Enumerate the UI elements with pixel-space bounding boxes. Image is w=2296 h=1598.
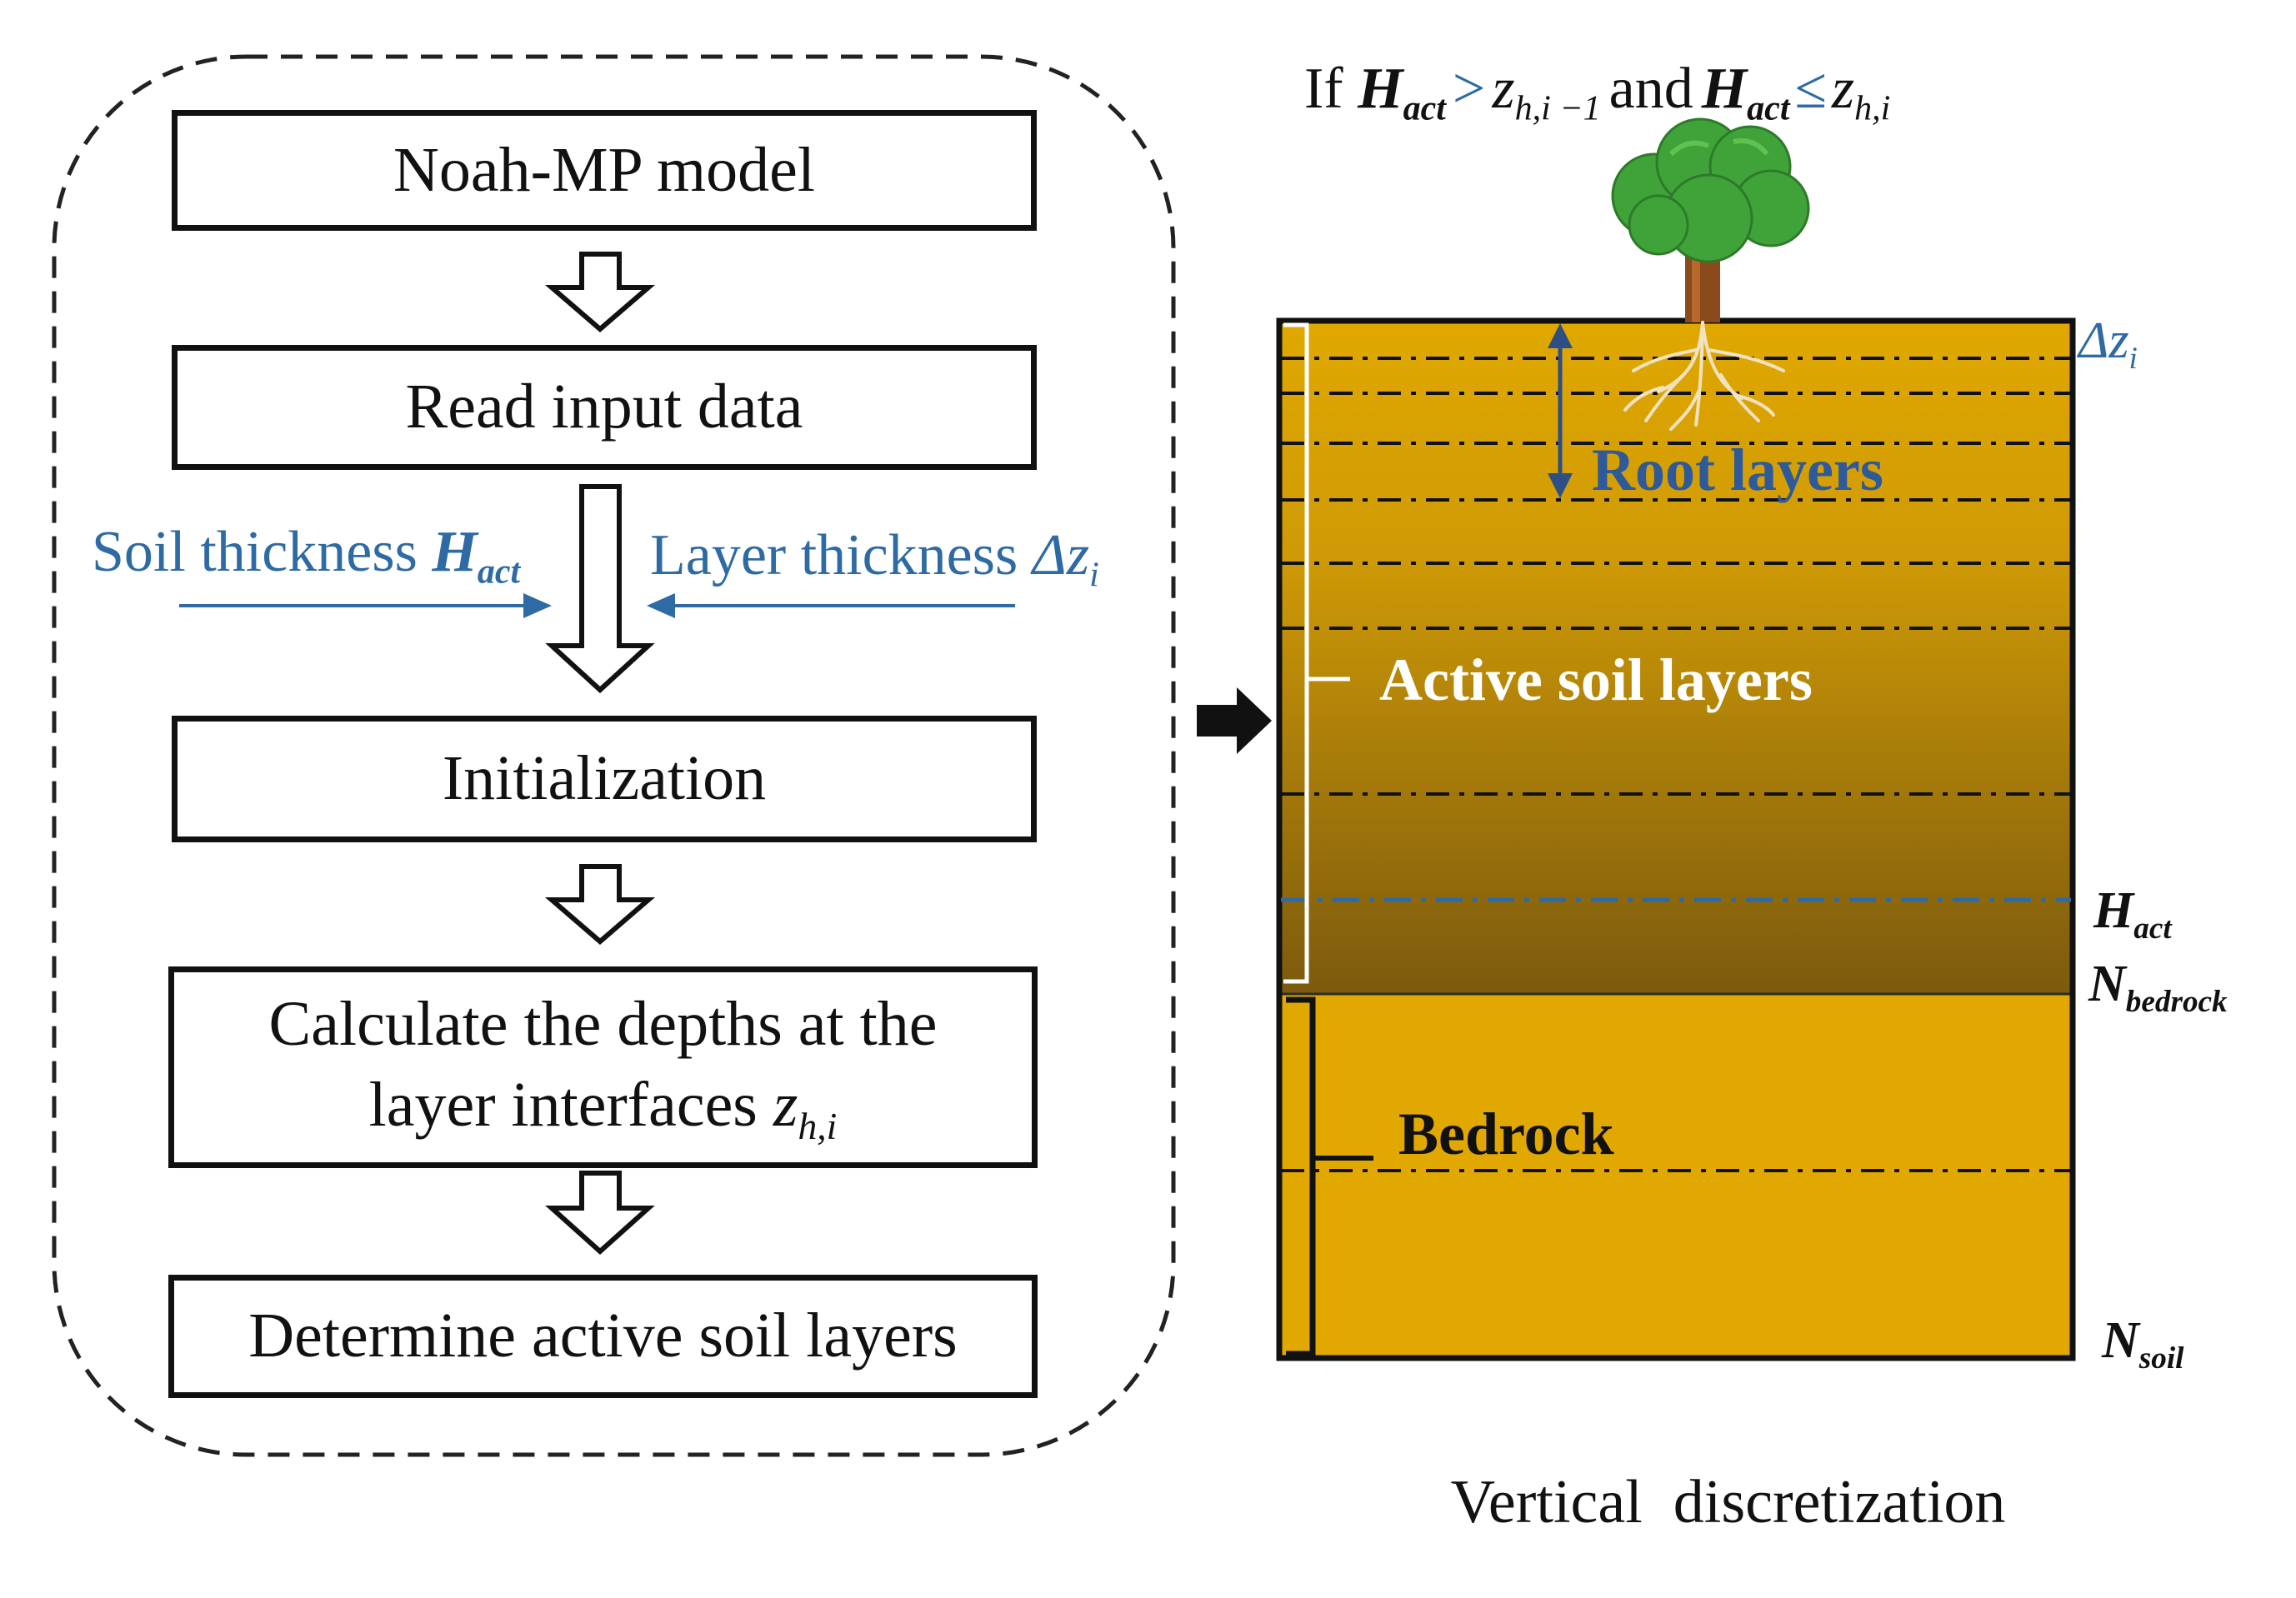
step-label: Determine active soil layers — [248, 1301, 958, 1371]
less-equal: ≤ — [1794, 57, 1827, 121]
bedrock-text: Bedrock — [1398, 1101, 1614, 1167]
step-label: Read input data — [405, 372, 803, 442]
n-bedrock-label: Nbedrock — [2088, 958, 2228, 1017]
dz-variable: Δz — [1032, 523, 1090, 587]
h-act-1: H — [1358, 57, 1403, 121]
step-label-line1: Calculate the depths at the — [268, 988, 938, 1059]
greater-than: > — [1452, 57, 1486, 121]
dz-sub: i — [2128, 342, 2138, 377]
step-initialization: Initialization — [172, 716, 1037, 842]
n-soil-sub: soil — [2138, 1341, 2184, 1376]
dz-var: Δz — [2078, 312, 2129, 369]
bedrock-bracket — [1286, 996, 1373, 1357]
step-label: Initialization — [442, 743, 767, 814]
soil-column-outline — [1276, 317, 2076, 1361]
bedrock-region — [1279, 994, 2073, 1358]
h-act-marker-label: Hact — [2093, 885, 2172, 944]
step-calculate-depths: Calculate the depths at the layer interf… — [168, 966, 1038, 1168]
and-text: and — [1608, 57, 1693, 121]
step-read-input-data: Read input data — [172, 345, 1037, 470]
flow-arrow-2 — [545, 484, 655, 694]
h-act-var: H — [2093, 882, 2134, 939]
bedrock-label: Bedrock — [1398, 1104, 1614, 1164]
h-act-sub: act — [2133, 911, 2172, 946]
layer-thickness-label: Layer thickness Δzi — [650, 527, 1099, 593]
h-act-variable: H — [432, 520, 478, 584]
active-soil-brace — [1283, 322, 1350, 984]
active-soil-region — [1279, 321, 2073, 994]
step-label-line2: layer interfaces — [368, 1069, 773, 1140]
h-act-2-sub: act — [1747, 89, 1790, 128]
dz-subscript: i — [1089, 556, 1099, 595]
figure: Noah-MP model Read input data Initializa… — [52, 54, 2228, 1533]
roots-icon — [1623, 321, 1785, 431]
flow-arrow-1 — [544, 252, 656, 332]
n-bedrock-sub: bedrock — [2125, 985, 2228, 1020]
n-soil-var: N — [2102, 1312, 2139, 1369]
flow-arrow-4 — [545, 1171, 655, 1256]
step-determine-active-layers: Determine active soil layers — [168, 1275, 1038, 1398]
flow-to-column-arrow — [1197, 687, 1272, 754]
soil-thickness-text: Soil thickness — [92, 520, 433, 584]
z-variable: z — [773, 1069, 798, 1140]
active-soil-layers-text: Active soil layers — [1379, 647, 1813, 713]
layer-interfaces — [1281, 357, 2071, 1172]
h-act-subscript: act — [477, 552, 521, 592]
dz-label: Δzi — [2078, 315, 2138, 374]
h-act-2: H — [1701, 57, 1748, 121]
n-bedrock-var: N — [2088, 956, 2126, 1012]
flowchart-frame — [52, 54, 1176, 1457]
root-layers-text: Root layers — [1592, 437, 1883, 503]
active-soil-layers-label: Active soil layers — [1379, 650, 1813, 710]
layer-thickness-input-arrow — [647, 593, 1015, 618]
z-1: z — [1492, 57, 1515, 121]
soil-thickness-label: Soil thickness Hact — [92, 523, 520, 590]
step-noah-mp-model: Noah-MP model — [172, 110, 1037, 231]
vertical-discretization-caption: Vertical discretization — [1390, 1410, 2006, 1595]
z-2: z — [1831, 57, 1855, 121]
n-soil-label: Nsoil — [2102, 1315, 2184, 1374]
layer-thickness-text: Layer thickness — [650, 523, 1033, 587]
tree-icon — [1611, 117, 1810, 322]
flow-arrow-3 — [544, 864, 656, 945]
z-1-sub: h,i −1 — [1514, 89, 1601, 128]
caption-text: Vertical discretization — [1450, 1468, 2006, 1536]
if-text: If — [1304, 57, 1358, 121]
z-2-sub: h,i — [1854, 89, 1891, 128]
root-zone-arrow — [1548, 323, 1573, 498]
step-label: Noah-MP model — [393, 134, 815, 205]
soil-thickness-input-arrow — [179, 593, 552, 618]
diagram-graphics — [52, 54, 2076, 1457]
root-layers-label: Root layers — [1592, 440, 1883, 500]
h-act-1-sub: act — [1403, 89, 1446, 128]
z-subscript: h,i — [798, 1104, 838, 1147]
